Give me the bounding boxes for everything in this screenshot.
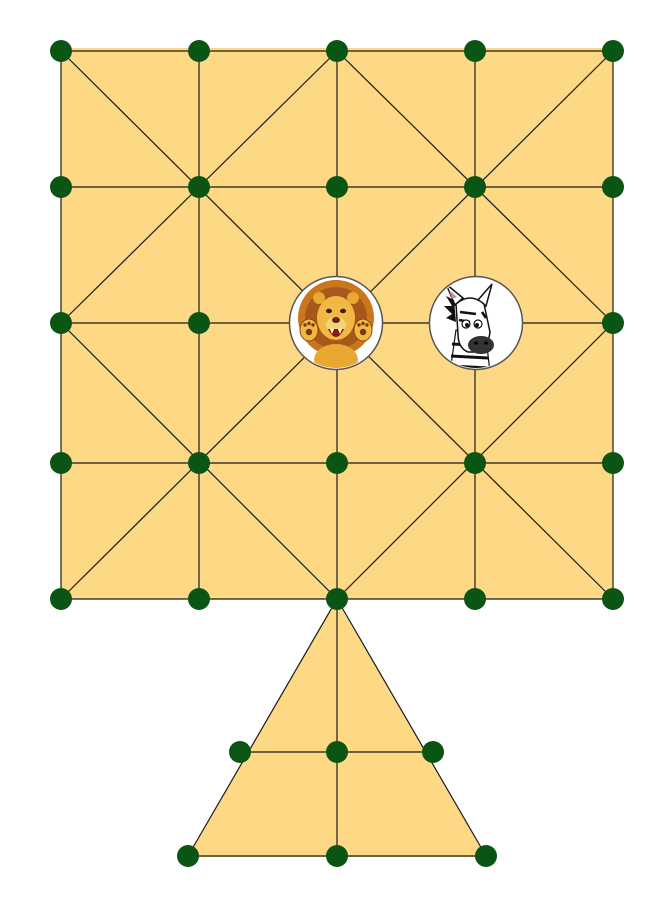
board-node-r4c2[interactable] — [326, 588, 348, 610]
board-node-r0c3[interactable] — [464, 40, 486, 62]
board-node-t1l[interactable] — [229, 741, 251, 763]
board-line — [336, 598, 487, 857]
board-node-r4c1[interactable] — [188, 588, 210, 610]
board-node-r3c2[interactable] — [326, 452, 348, 474]
board-node-r2c4[interactable] — [602, 312, 624, 334]
board-node-t2r[interactable] — [475, 845, 497, 867]
board-node-r4c4[interactable] — [602, 588, 624, 610]
lion-piece[interactable] — [288, 275, 384, 377]
board-line — [187, 598, 338, 857]
board-node-r1c0[interactable] — [50, 176, 72, 198]
zebra-piece[interactable] — [428, 275, 524, 373]
board-node-r4c3[interactable] — [464, 588, 486, 610]
board-node-r0c0[interactable] — [50, 40, 72, 62]
board-nodes — [50, 40, 624, 867]
board-node-r3c1[interactable] — [188, 452, 210, 474]
board-node-r0c2[interactable] — [326, 40, 348, 62]
board-node-r0c4[interactable] — [602, 40, 624, 62]
board-node-r1c3[interactable] — [464, 176, 486, 198]
board-node-t1m[interactable] — [326, 741, 348, 763]
board-node-t2l[interactable] — [177, 845, 199, 867]
board-node-r3c0[interactable] — [50, 452, 72, 474]
zebra-icon — [444, 283, 494, 368]
board-node-r3c4[interactable] — [602, 452, 624, 474]
board-node-t2m[interactable] — [326, 845, 348, 867]
board-node-r3c3[interactable] — [464, 452, 486, 474]
lion-icon — [298, 280, 374, 368]
board-node-r1c1[interactable] — [188, 176, 210, 198]
board-node-r4c0[interactable] — [50, 588, 72, 610]
board-node-r1c2[interactable] — [326, 176, 348, 198]
board-node-r2c0[interactable] — [50, 312, 72, 334]
board-node-r1c4[interactable] — [602, 176, 624, 198]
board-node-r0c1[interactable] — [188, 40, 210, 62]
board-node-r2c1[interactable] — [188, 312, 210, 334]
board-node-t1r[interactable] — [422, 741, 444, 763]
